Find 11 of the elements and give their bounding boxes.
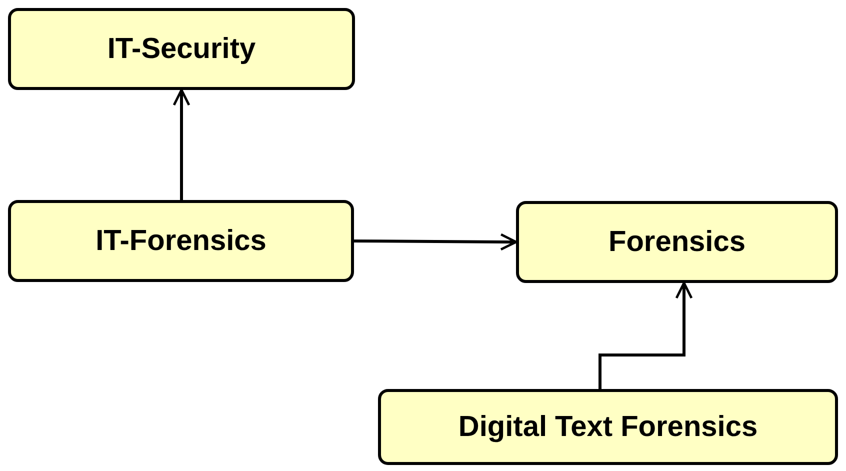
process-box [8,8,355,90]
node-label: IT-Security [107,32,256,66]
arrow [354,233,518,251]
node-label: IT-Forensics [96,224,266,258]
process-box [8,200,354,282]
process-box [378,389,838,465]
node-label: Forensics [608,226,746,258]
node-label: Digital Text Forensics [458,410,758,444]
process-box [516,201,838,283]
arrow [172,88,190,200]
arrow [598,282,693,389]
